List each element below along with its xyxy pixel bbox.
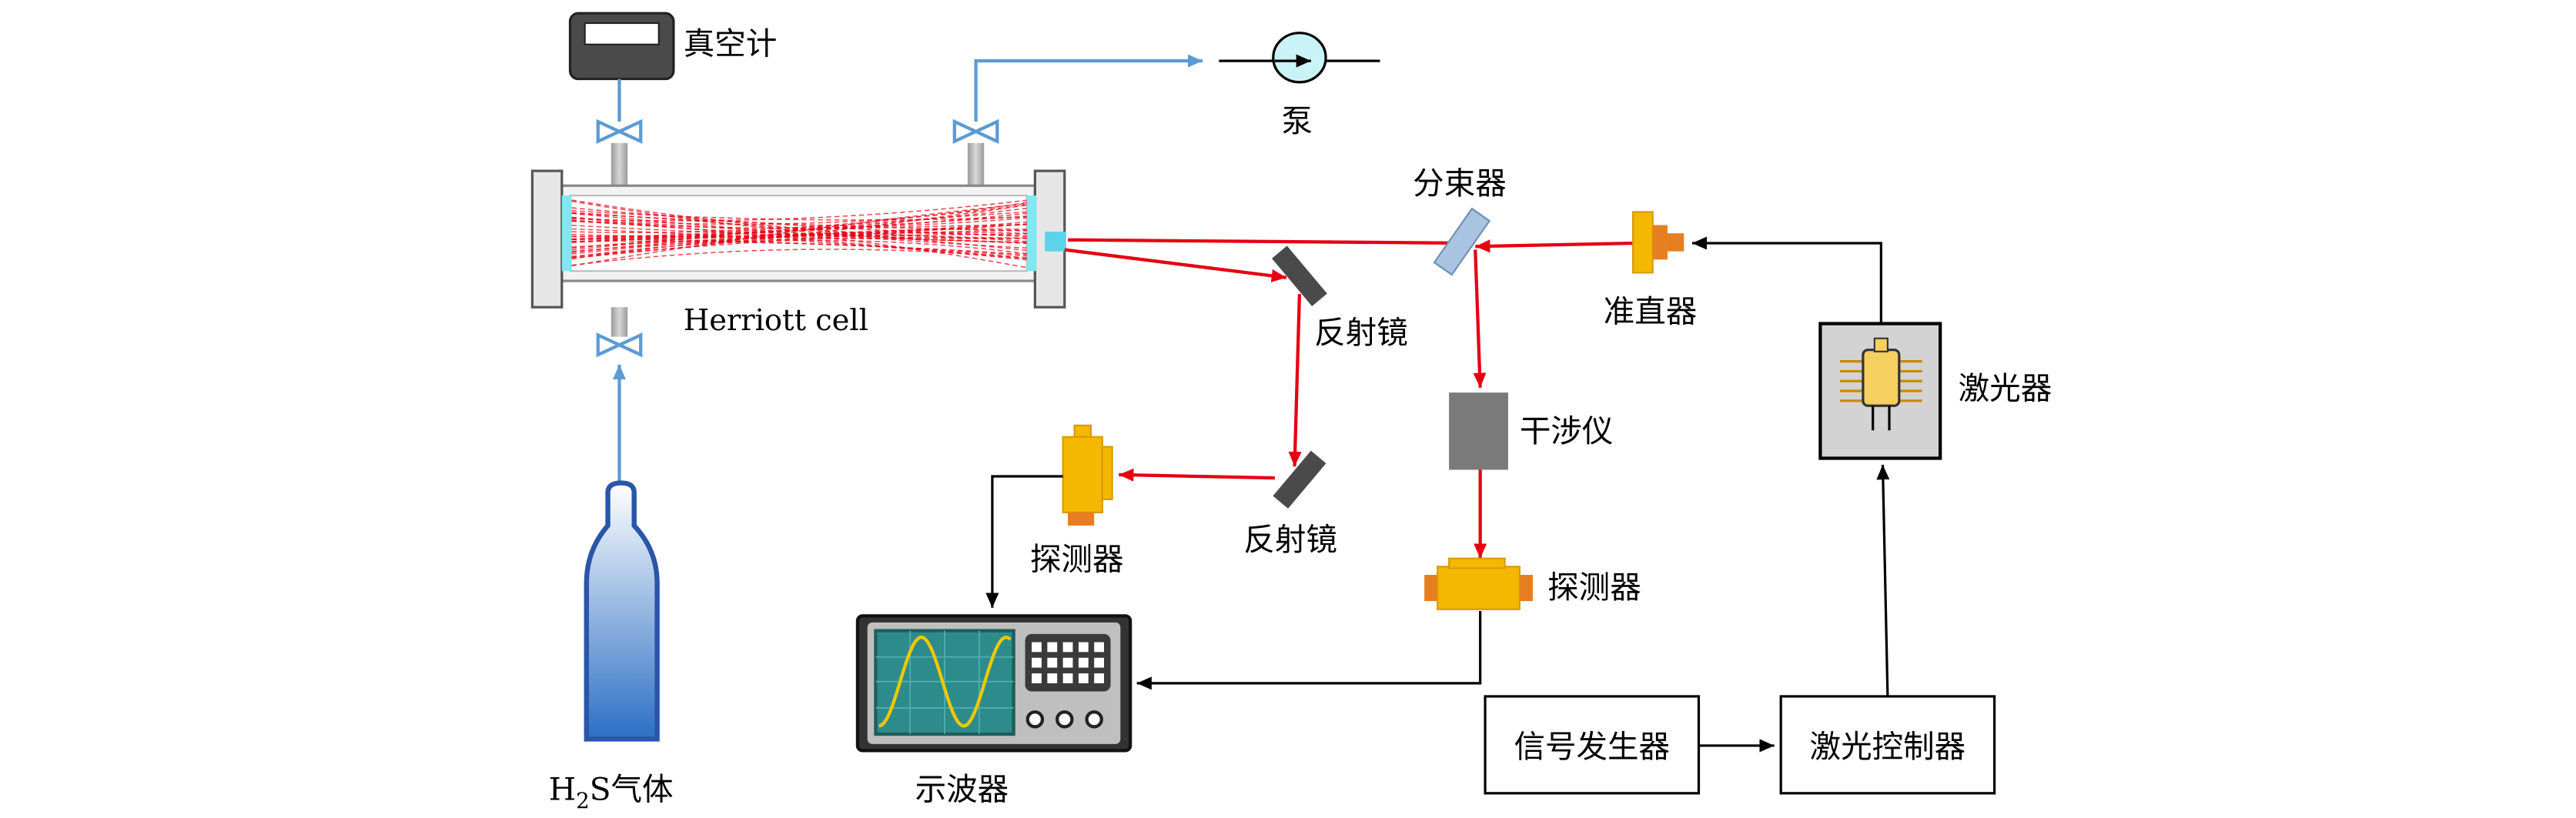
- gauge-port-pipe: [611, 143, 627, 185]
- keypad-key: [1094, 643, 1104, 653]
- herriott-cell-label: Herriott cell: [684, 303, 868, 338]
- keypad-key: [1032, 673, 1042, 683]
- keypad-key: [1094, 673, 1104, 683]
- collimator-label: 准直器: [1604, 292, 1698, 329]
- laser-to-collimator-line: [1692, 243, 1881, 324]
- cell-window: [1045, 232, 1066, 252]
- keypad-key: [1047, 658, 1057, 668]
- oscilloscope-icon: [858, 616, 1130, 750]
- keypad-key: [1063, 673, 1073, 683]
- keypad-key: [1047, 643, 1057, 653]
- keypad-key: [1047, 673, 1057, 683]
- mirror-lower-label: 反射镜: [1243, 521, 1337, 558]
- valve-icon: [598, 122, 641, 142]
- keypad-key: [1032, 643, 1042, 653]
- vacuum-gauge-label: 真空计: [684, 25, 778, 62]
- valve-icon: [598, 335, 641, 355]
- interferometer: [1449, 392, 1508, 469]
- detector-left: [1063, 426, 1112, 526]
- signal-generator-label: 信号发生器: [1514, 728, 1670, 765]
- beam-splitter-to-interferometer: [1475, 250, 1480, 388]
- detector-right-label: 探测器: [1547, 569, 1641, 606]
- beam-mirror-to-mirror: [1295, 294, 1300, 466]
- detector-right: [1424, 559, 1533, 609]
- beam-mirror-to-detector: [1119, 475, 1275, 478]
- cell-left-flange: [532, 171, 561, 307]
- pump-valve: [955, 122, 997, 142]
- gas-port-pipe: [611, 307, 627, 336]
- keypad-key: [1094, 658, 1104, 668]
- keypad-key: [1063, 658, 1073, 668]
- vacuum-gauge: [570, 13, 673, 78]
- laser-controller-label: 激光控制器: [1810, 728, 1966, 765]
- detector-right-to-oscilloscope-line: [1137, 611, 1480, 683]
- gas-label: H2S气体: [549, 770, 674, 813]
- pump-icon: [1273, 33, 1326, 82]
- mirror-lower: [1273, 451, 1326, 509]
- pump-port-pipe: [968, 143, 984, 185]
- vacuum-gauge-display: [585, 23, 659, 45]
- pump-label: 泵: [1281, 102, 1313, 139]
- collimator: [1633, 212, 1684, 272]
- oscilloscope-label: 示波器: [915, 770, 1009, 807]
- beam-cell-to-mirror: [1065, 250, 1286, 278]
- oscilloscope-knobs: [1028, 712, 1102, 726]
- cell-left-mirror: [562, 195, 572, 271]
- keypad-key: [1079, 673, 1089, 683]
- herriott-cell: [532, 171, 1066, 307]
- laser: [1820, 324, 1940, 459]
- valve-icon: [955, 122, 997, 142]
- beam-splitter-to-cell: [1068, 240, 1467, 243]
- gas-cylinder-icon: [587, 483, 657, 740]
- keypad-key: [1079, 658, 1089, 668]
- controller-to-laser-line: [1882, 465, 1887, 696]
- beam-collimator-to-splitter: [1475, 243, 1634, 246]
- cell-right-mirror: [1027, 195, 1037, 271]
- beam-splitter-label: 分束器: [1413, 165, 1507, 202]
- pump-line: [976, 61, 1203, 122]
- keypad-key: [1063, 643, 1073, 653]
- detector-left-label: 探测器: [1030, 541, 1124, 578]
- laser-label: 激光器: [1959, 370, 2052, 407]
- keypad-key: [1079, 643, 1089, 653]
- mirror-upper-label: 反射镜: [1314, 314, 1408, 351]
- gas-valve: [598, 335, 641, 355]
- interferometer-label: 干涉仪: [1520, 412, 1614, 449]
- keypad-key: [1032, 658, 1042, 668]
